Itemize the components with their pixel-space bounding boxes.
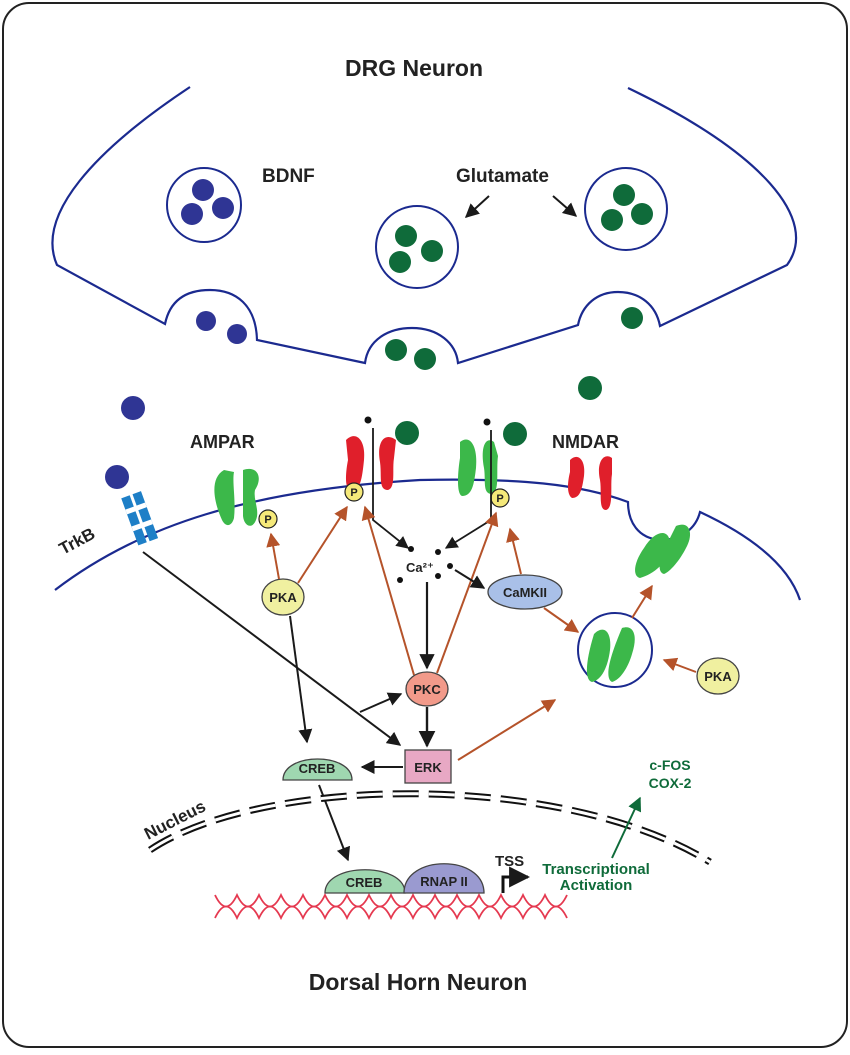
pkc-to-receptor-arrow <box>436 511 499 674</box>
creb-cyto-label: CREB <box>299 761 336 776</box>
calcium-ion <box>435 549 441 555</box>
pka-right-label: PKA <box>704 669 732 684</box>
receptor-vesicle <box>577 612 653 688</box>
phospho-label: P <box>264 514 271 526</box>
camkii-label: CaMKII <box>503 585 547 600</box>
calcium-ion <box>483 418 491 426</box>
ampar-receptor <box>243 468 259 526</box>
glutamate-molecule <box>389 251 411 273</box>
glutamate-label: Glutamate <box>456 166 549 187</box>
pka-to-ampar-arrow <box>266 532 281 580</box>
pkc-to-nmdar-arrow <box>361 505 415 676</box>
glutamate-molecule <box>395 421 419 445</box>
pka-node-left <box>261 578 305 616</box>
pkc-node <box>405 671 449 707</box>
rnap-label: RNAP II <box>420 874 467 889</box>
ampar-receptor <box>214 470 235 526</box>
pka-left-label: PKA <box>269 590 297 605</box>
erk-label: ERK <box>414 760 442 775</box>
bdnf-vesicle <box>166 167 242 243</box>
cox2-label: COX-2 <box>649 775 692 791</box>
glutamate-arrow <box>552 195 578 217</box>
vesicle-to-membrane-arrow <box>631 584 653 619</box>
bdnf-molecule <box>121 396 145 420</box>
trkb-receptor <box>121 491 159 546</box>
title-drg-neuron: DRG Neuron <box>345 55 483 81</box>
glutamate-vesicle <box>375 205 459 289</box>
nmdar-receptor <box>379 436 396 490</box>
presynaptic-membrane <box>51 86 798 365</box>
bdnf-molecule <box>181 203 203 225</box>
bdnf-molecule <box>196 311 216 331</box>
bdnf-molecule <box>105 465 129 489</box>
bdnf-molecule <box>227 324 247 344</box>
bdnf-label: BDNF <box>262 166 315 187</box>
glutamate-vesicle <box>584 167 668 251</box>
phospho-label: P <box>350 487 357 499</box>
tss-arrow <box>501 866 531 893</box>
calcium-ion <box>397 577 403 583</box>
calcium-ion <box>447 563 453 569</box>
nmdar-label: NMDAR <box>552 432 619 452</box>
phospho-site <box>258 509 278 529</box>
phospho-site <box>344 482 364 502</box>
ampar-label: AMPAR <box>190 432 255 452</box>
pkc-label: PKC <box>413 682 441 697</box>
nmdar-receptor <box>598 456 612 510</box>
glutamate-molecule <box>385 339 407 361</box>
pka-to-nmdar-arrow <box>297 505 348 584</box>
inserting-receptor <box>659 524 691 574</box>
nuclear-envelope <box>149 792 711 864</box>
dna-helix <box>214 892 568 921</box>
bdnf-molecule <box>212 197 234 219</box>
glutamate-arrow <box>464 195 490 218</box>
glutamate-molecule <box>613 184 635 206</box>
camkii-node <box>487 574 563 610</box>
pka-to-vesicle-arrow <box>662 657 697 673</box>
nmdar-receptor <box>568 456 585 498</box>
activation-label: Activation <box>560 877 633 894</box>
calcium-ion <box>408 546 414 552</box>
pka-to-creb-arrow <box>289 615 313 744</box>
calcium-ion <box>435 573 441 579</box>
inserting-receptor <box>635 533 671 578</box>
glutamate-molecule <box>601 209 623 231</box>
glutamate-molecule <box>578 376 602 400</box>
trkb-to-erk-arrow <box>142 551 402 746</box>
title-dorsal-horn-neuron: Dorsal Horn Neuron <box>309 969 528 995</box>
bdnf-molecule <box>192 179 214 201</box>
cfos-label: c-FOS <box>649 757 690 773</box>
camkii-to-vesicle-arrow <box>543 607 580 633</box>
camkii-to-receptor-arrow <box>506 527 522 575</box>
calcium-to-camkii-arrow <box>454 569 486 589</box>
vesicle-receptor <box>608 627 635 682</box>
creb-nuclear-label: CREB <box>346 875 383 890</box>
nmdar-receptor <box>346 436 365 491</box>
glutamate-molecule <box>621 307 643 329</box>
glutamate-molecule <box>503 422 527 446</box>
transcriptional-label: Transcriptional <box>542 861 650 878</box>
erk-to-vesicle-arrow <box>457 699 557 761</box>
glutamate-molecule <box>631 203 653 225</box>
pka-node-right <box>696 657 740 695</box>
calcium-label: Ca²⁺ <box>406 560 434 575</box>
glutamate-molecule <box>414 348 436 370</box>
rnap-node <box>403 863 485 894</box>
glutamate-molecule <box>395 225 417 247</box>
calcium-ion <box>364 416 372 424</box>
erk-node <box>404 749 452 784</box>
creb-cyto-node <box>282 758 353 781</box>
glutamate-molecule <box>421 240 443 262</box>
tss-label: TSS <box>495 853 524 870</box>
activation-arrow <box>611 796 642 859</box>
to-pkc-arrow <box>359 692 403 713</box>
vesicle-receptor <box>586 629 611 682</box>
phospho-label: P <box>496 493 503 505</box>
ampar-receptor <box>458 439 477 496</box>
